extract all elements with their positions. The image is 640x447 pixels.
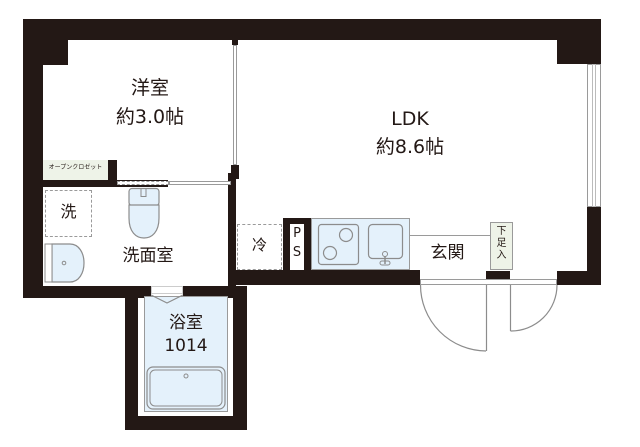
western-room-name: 洋室	[130, 77, 169, 99]
bathroom-name: 浴室	[169, 313, 203, 333]
entrance-door-swing-icon	[419, 284, 488, 352]
entrance-label: 玄関	[430, 243, 465, 263]
bath-door-opening	[151, 286, 183, 294]
wall-top	[23, 19, 601, 40]
wall-left	[23, 19, 43, 298]
bath-door-icon	[150, 294, 184, 304]
western-door-track	[169, 181, 231, 185]
bathtub-icon	[146, 366, 226, 410]
wall-top-right-block	[557, 19, 601, 64]
wall-bath-right	[233, 286, 247, 430]
pipe-space	[290, 224, 304, 270]
wall-wash-bottom-left	[23, 286, 151, 298]
open-closet-label: オープンクロゼット	[48, 164, 103, 171]
washer-label: 洗	[60, 202, 77, 221]
western-room-size: 約3.0帖	[115, 106, 185, 128]
wall-bath-bottom	[125, 416, 247, 430]
closet-door-line	[117, 181, 169, 185]
entrance-step-line	[410, 235, 490, 236]
wall-closet-side	[108, 160, 117, 187]
stove-icon	[317, 223, 360, 266]
ldk-size: 約8.6帖	[375, 136, 445, 158]
wall-right-lower	[587, 207, 601, 285]
toilet-icon	[128, 187, 160, 239]
wall-bath-left	[125, 286, 138, 430]
shoe-box	[490, 222, 513, 270]
pipe-space-s-label: S	[292, 245, 302, 260]
sliding-door-western	[233, 45, 237, 165]
kitchen-counter	[311, 218, 410, 270]
wall-wash-bottom-right	[183, 286, 236, 298]
washroom-label: 洗面室	[122, 246, 174, 266]
washer-space	[45, 190, 92, 237]
bathroom-size: 1014	[164, 336, 208, 356]
partition-post-top	[232, 40, 238, 45]
fridge-space	[237, 224, 282, 270]
open-closet	[43, 160, 108, 180]
sink-icon	[367, 223, 404, 266]
wall-right-stub	[557, 271, 601, 285]
wall-wash-ldk	[228, 173, 236, 298]
window-right-pane	[592, 64, 596, 207]
wall-kitchen-bottom	[228, 270, 420, 285]
entrance-threshold	[420, 279, 557, 285]
closet-door-swing-icon	[509, 284, 558, 332]
wall-western-wash	[43, 180, 168, 187]
shoe-box-label: 下足入	[496, 226, 507, 261]
fridge-label: 冷	[251, 236, 267, 254]
wash-basin-icon	[44, 243, 85, 283]
pipe-space-p-label: P	[293, 226, 301, 241]
partition-post-mid	[231, 165, 239, 179]
ldk-name: LDK	[391, 108, 429, 130]
